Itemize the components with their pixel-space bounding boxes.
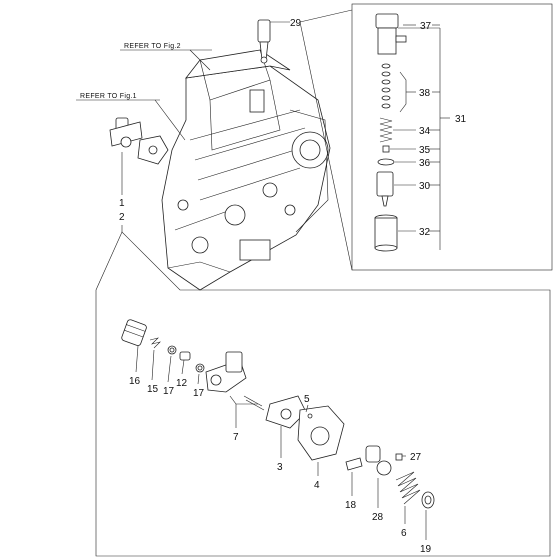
callout-38: 38 <box>419 88 431 99</box>
callout-3: 3 <box>277 462 283 473</box>
callout-30: 30 <box>419 181 431 192</box>
callout-36: 36 <box>419 158 431 169</box>
callout-27: 27 <box>410 452 422 463</box>
callout-34: 34 <box>419 126 431 137</box>
refer-fig1-label: REFER TO Fig.1 <box>80 93 137 100</box>
callout-5: 5 <box>304 394 310 405</box>
callout-37: 37 <box>420 21 432 32</box>
injector-exploded-parts <box>374 13 407 252</box>
injector-assembly-installed <box>257 19 290 64</box>
refer-fig2-label: REFER TO Fig.2 <box>124 43 181 50</box>
callout-12: 12 <box>176 378 188 389</box>
callout-1: 1 <box>119 198 125 209</box>
callout-2: 2 <box>119 212 125 223</box>
injection-pump-installed <box>109 117 169 165</box>
callout-17-upper: 17 <box>163 386 175 397</box>
callout-35: 35 <box>419 145 431 156</box>
injector-detail-frame <box>351 3 553 271</box>
callout-29: 29 <box>290 18 302 29</box>
callout-32: 32 <box>419 227 431 238</box>
callout-7: 7 <box>233 432 239 443</box>
callout-4: 4 <box>314 480 320 491</box>
callout-19: 19 <box>420 544 432 555</box>
callout-31: 31 <box>455 114 467 125</box>
callout-18: 18 <box>345 500 357 511</box>
engine-block <box>161 49 331 291</box>
pump-leaders <box>135 345 427 540</box>
callout-16: 16 <box>129 376 141 387</box>
callout-15: 15 <box>147 384 159 395</box>
callout-17-lower: 17 <box>193 388 205 399</box>
callout-6: 6 <box>401 528 407 539</box>
pump-detail-frame <box>95 231 551 557</box>
inset-leaders <box>390 24 450 250</box>
pump-exploded-parts <box>121 319 435 509</box>
callout-28: 28 <box>372 512 384 523</box>
